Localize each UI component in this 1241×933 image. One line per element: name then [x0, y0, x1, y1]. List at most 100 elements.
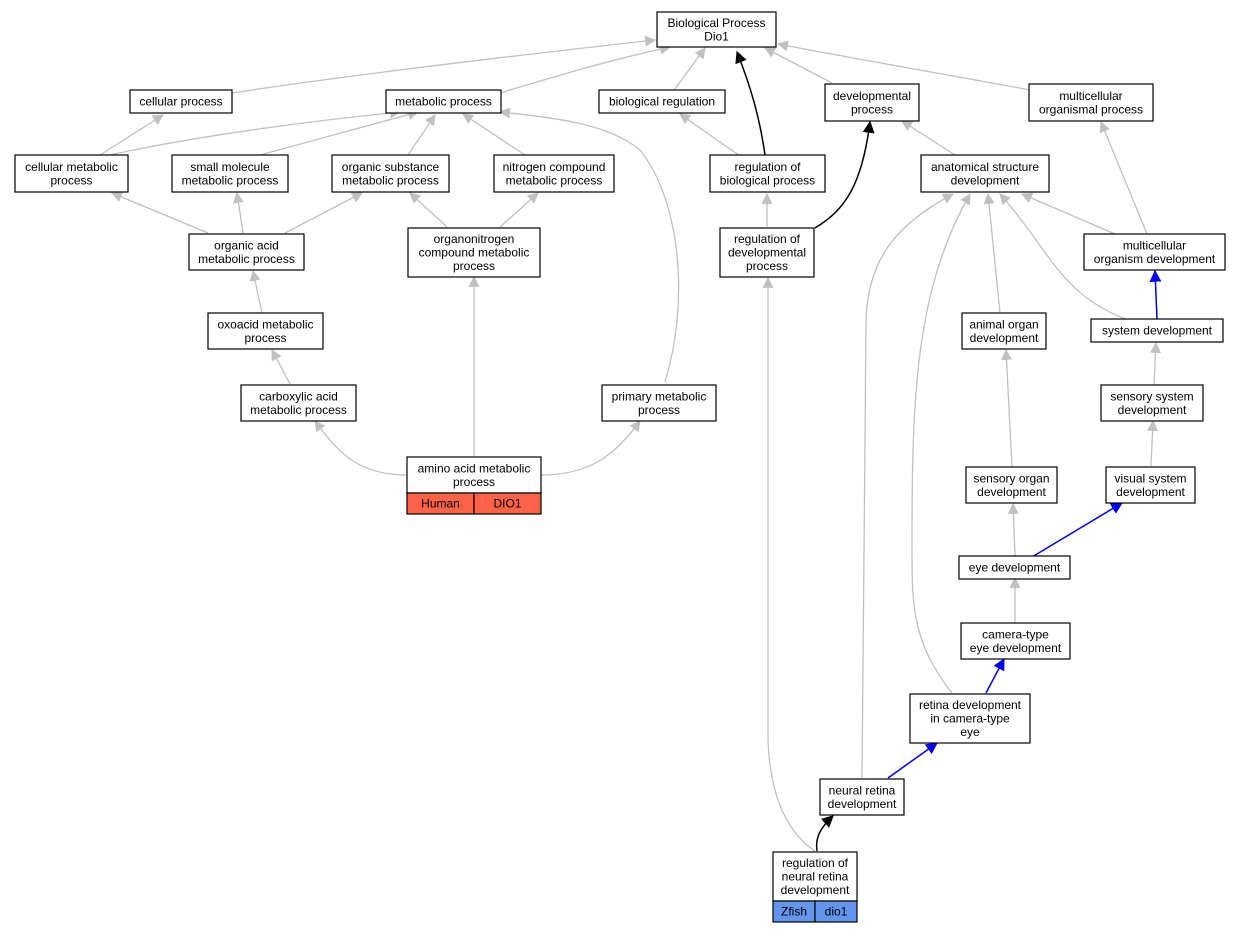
node-label-line: regulation of [734, 232, 801, 246]
node-label-line: process [244, 331, 286, 345]
edge-organonitrogen-to-orgsub [409, 192, 448, 228]
edge-organonitrogen-to-nitrogen [499, 192, 539, 228]
edge-sensorysys-to-systemdev [1150, 341, 1162, 386]
node-box [385, 89, 502, 114]
node-label-line: neural retina [782, 870, 849, 884]
edge-visual-to-sensorysys [1147, 419, 1159, 467]
node-label-line: eye [960, 725, 980, 739]
node-box [188, 233, 305, 271]
node-label-line: metabolic process [342, 173, 439, 187]
node-box [961, 312, 1047, 350]
edge-primary-to-metabolic [498, 107, 680, 383]
node-box [824, 83, 920, 122]
node-box [960, 622, 1071, 660]
node-label-line: system development [1102, 324, 1213, 338]
node-label-line: cellular metabolic [25, 160, 118, 174]
edge-developmental-to-root [764, 47, 833, 84]
node-label-line: development [951, 173, 1020, 187]
node-biological-regulation[interactable]: biological regulation [598, 89, 726, 114]
edge-eyedev-to-sensoryorgan [1007, 502, 1019, 557]
node-label-line: eye development [969, 561, 1061, 575]
node-label-line: nitrogen compound [503, 160, 606, 174]
edge-nitrogen-to-metabolic [462, 113, 526, 156]
node-box [601, 384, 717, 422]
node-label-line: cellular process [139, 95, 222, 109]
edge-cellmeta-to-metabolic [109, 107, 402, 156]
node-label-line: biological regulation [609, 95, 715, 109]
edge-aminoacid-to-primary [540, 420, 641, 476]
node-label-line: multicellular [1123, 238, 1186, 252]
node-label-line: Dio1 [704, 29, 729, 43]
node-system-dev[interactable]: system development [1090, 318, 1224, 343]
node-label-line: process [453, 475, 495, 489]
edge-sensoryorgan-to-animalorgan [1001, 348, 1013, 468]
edge-orgsub-to-metabolic [407, 114, 436, 156]
edge-neuralretina-to-anat [861, 193, 954, 779]
node-box [407, 227, 541, 278]
edge-neuralretina-to-retina [887, 742, 938, 779]
node-label-line: development [781, 883, 850, 897]
node-label-line: development [1116, 485, 1185, 499]
edge-regbio-to-root [735, 50, 766, 156]
node-box [406, 456, 542, 494]
annotation-gene-cell [473, 492, 542, 515]
edge-regneural-to-neuralretina [815, 815, 834, 852]
node-cellular-process[interactable]: cellular process [129, 89, 233, 114]
edge-bioreg-to-root [674, 47, 706, 90]
node-label-line: development [970, 331, 1039, 345]
node-label-line: sensory organ [973, 471, 1049, 485]
edge-animalorgan-to-anat [983, 192, 1001, 314]
annotation-gene-label: DIO1 [493, 497, 521, 511]
edge-anat-to-developmental [901, 120, 956, 156]
node-metabolic-process[interactable]: metabolic process [385, 89, 502, 114]
node-label-line: anatomical structure [931, 160, 1039, 174]
node-label-line: organonitrogen [434, 232, 515, 246]
edge-regdev-to-developmental [814, 120, 875, 229]
edge-multidev-to-multicellular [1099, 120, 1148, 235]
node-label-line: compound metabolic [419, 246, 530, 260]
node-label-line: carboxylic acid [259, 389, 338, 403]
node-label-line: process [453, 259, 495, 273]
node-box [598, 89, 726, 114]
node-label-line: organic acid [214, 238, 279, 252]
edge-orgacid-to-cellmeta [110, 191, 209, 234]
edge-cellmeta-to-cellular [99, 114, 164, 156]
node-label-line: sensory system [1110, 389, 1193, 403]
annotation-species-label: Human [421, 497, 460, 511]
edge-retina-to-camera [985, 657, 1005, 694]
node-label-line: camera-type [982, 627, 1049, 641]
edge-orgacid-to-smallmol [233, 191, 244, 234]
node-label-line: developmental [833, 89, 911, 103]
edges [99, 35, 1162, 852]
node-label-line: organic substance [342, 160, 440, 174]
node-eye-dev[interactable]: eye development [958, 555, 1071, 580]
node-label-line: metabolic process [198, 252, 295, 266]
